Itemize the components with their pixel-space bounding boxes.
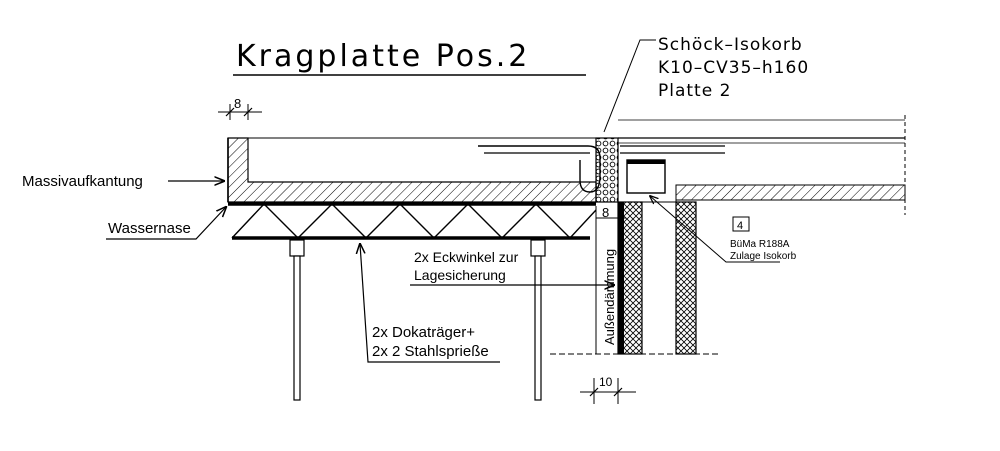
buema-label-line1: BüMa R188A <box>730 239 790 250</box>
dokatraeger-leader <box>360 244 500 363</box>
buema-rebar-box <box>626 159 666 194</box>
interior-floor-slab <box>617 115 906 215</box>
massivaufkantung-label: Massivaufkantung <box>22 173 143 190</box>
buema-leader <box>650 196 780 263</box>
wall-dimension: 10 <box>580 375 636 404</box>
eckwinkel-label-line1: 2x Eckwinkel zur <box>414 249 519 265</box>
product-callout-line3: Platte 2 <box>658 81 731 101</box>
product-callout-line2: K10–CV35–h160 <box>658 58 809 78</box>
wassernase-label: Wassernase <box>108 220 191 237</box>
wall-insulation-strip <box>618 202 624 354</box>
dokatraeger-label-line2: 2x 2 Stahlsprieße <box>372 343 489 360</box>
buema-rebar-box-top <box>627 160 665 164</box>
product-callout-line1: Schöck–Isokorb <box>658 35 803 55</box>
buema-number-box <box>732 216 750 232</box>
isokorb-insulation <box>595 137 619 203</box>
wall-dimension-value: 10 <box>599 375 613 389</box>
drawing-title: Kragplatte Pos.2 <box>236 39 530 74</box>
insulation-dimension-value: 8 <box>602 205 609 220</box>
buema-label-line2: Zulage Isokorb <box>730 251 797 262</box>
cantilever-slab <box>227 137 597 203</box>
wassernase-leader <box>106 207 226 240</box>
product-callout-leader <box>603 39 656 133</box>
formwork-truss <box>228 202 597 240</box>
eckwinkel-label-line2: Lagesicherung <box>414 267 506 283</box>
aussendaemmung-label: Außendämmung <box>602 249 617 345</box>
steel-prop-left <box>289 239 305 401</box>
upstand-dimension: 8 <box>218 96 262 120</box>
steel-prop-right <box>530 239 546 401</box>
buema-number: 4 <box>737 220 743 232</box>
exterior-wall-inner <box>675 201 697 355</box>
dokatraeger-label-line1: 2x Dokaträger+ <box>372 324 475 341</box>
upstand-dimension-value: 8 <box>234 96 241 111</box>
